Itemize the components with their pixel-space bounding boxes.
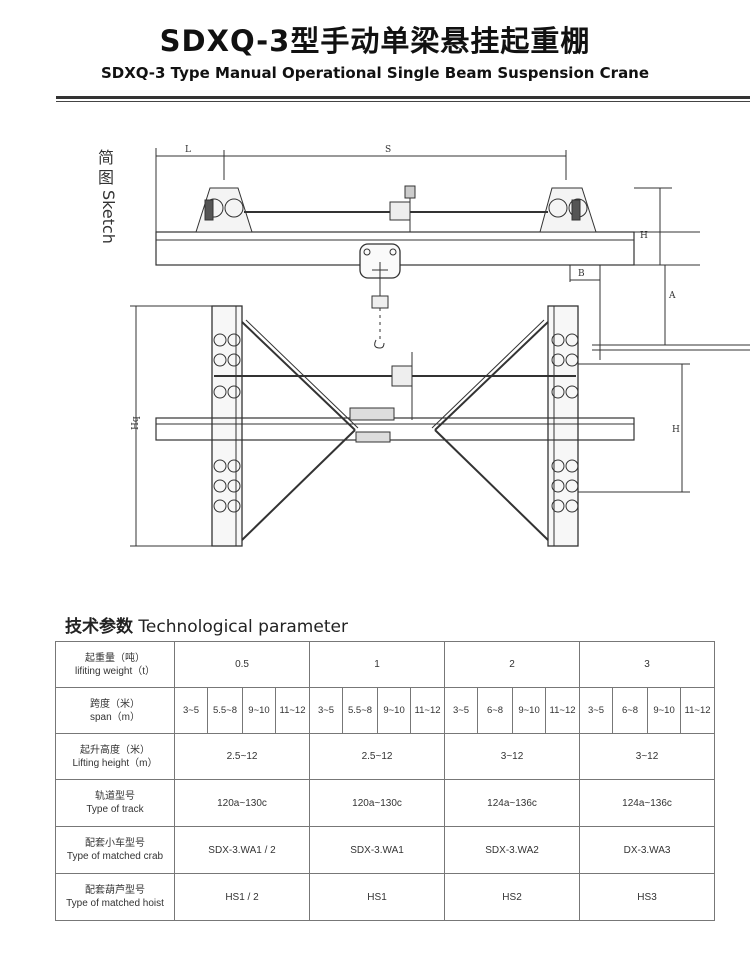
hoist-cell: HS3 xyxy=(579,873,716,921)
sketch-label: 简图 Sketch xyxy=(98,148,122,244)
row-label-cn: 起升高度（米） xyxy=(80,744,150,756)
page-subtitle: SDXQ-3 Type Manual Operational Single Be… xyxy=(100,64,650,82)
span-cell: 9~10 xyxy=(242,687,276,734)
params-heading-cn: 技术参数 xyxy=(65,617,133,637)
page-title: SDXQ-3型手动单梁悬挂起重棚 xyxy=(159,24,591,58)
row-header: 跨度（米） span（m） xyxy=(55,687,175,734)
row-label-cn: 配套小车型号 xyxy=(85,838,145,849)
header-rule-thin xyxy=(56,101,750,102)
row-label-en: lifiting weight（t） xyxy=(74,665,156,677)
crab-cell: SDX-3.WA2 xyxy=(444,826,581,874)
front-view: Hq H xyxy=(130,305,690,547)
height-cell: 3~12 xyxy=(579,733,716,780)
dim-label-Hq: Hq xyxy=(131,416,141,430)
dim-label-H-lower: H xyxy=(672,425,680,435)
params-heading: 技术参数 Technological parameter xyxy=(65,612,348,637)
height-cell: 3~12 xyxy=(444,733,581,780)
height-cell: 2.5~12 xyxy=(173,733,311,780)
hoist-cell: HS1 / 2 xyxy=(173,873,311,921)
span-cell: 5.5~8 xyxy=(342,687,379,734)
row-crab: 配套小车型号 Type of matched crab SDX-3.WA1 / … xyxy=(55,826,716,874)
row-header: 配套小车型号 Type of matched crab xyxy=(55,826,175,874)
row-label-en: Type of track xyxy=(86,804,144,815)
hoist-cell: HS2 xyxy=(444,873,581,921)
row-label-en: Lifting height（m） xyxy=(72,757,158,769)
track-cell: 124a~136c xyxy=(579,779,716,827)
row-track: 轨道型号 Type of track 120a~130c 120a~130c 1… xyxy=(55,779,716,827)
crab-cell: SDX-3.WA1 / 2 xyxy=(173,826,311,874)
row-span: 跨度（米） span（m） 3~5 5.5~8 9~10 11~12 3~5 5… xyxy=(55,687,716,734)
weight-cell: 2 xyxy=(444,641,581,688)
row-label-en: span（m） xyxy=(89,711,140,723)
span-cell: 3~5 xyxy=(579,687,614,734)
dim-label-H-top: H xyxy=(640,231,648,241)
row-label-en: Type of matched hoist xyxy=(66,898,164,909)
sketch-label-cn: 简图 xyxy=(98,148,115,187)
track-cell: 120a~130c xyxy=(173,779,311,827)
row-label-cn: 配套葫芦型号 xyxy=(85,885,145,896)
dim-label-B: B xyxy=(578,269,585,279)
span-cell: 9~10 xyxy=(377,687,412,734)
row-label-cn: 轨道型号 xyxy=(95,791,135,802)
row-header: 起重量（吨） lifiting weight（t） xyxy=(55,641,175,688)
parameter-table: 起重量（吨） lifiting weight（t） 0.5 1 2 3 跨度（米… xyxy=(55,641,716,921)
dim-label-L: L xyxy=(185,145,191,155)
row-label-en: Type of matched crab xyxy=(66,851,164,862)
row-header: 轨道型号 Type of track xyxy=(55,779,175,827)
sketch-label-en: Sketch xyxy=(99,190,118,244)
span-cell: 11~12 xyxy=(545,687,581,734)
row-header: 配套葫芦型号 Type of matched hoist xyxy=(55,873,175,921)
row-hoist: 配套葫芦型号 Type of matched hoist HS1 / 2 HS1… xyxy=(55,873,716,921)
weight-cell: 0.5 xyxy=(173,641,311,688)
top-view: H B A xyxy=(155,185,750,360)
crab-cell: SDX-3.WA1 xyxy=(309,826,446,874)
height-cell: 2.5~12 xyxy=(309,733,446,780)
weight-cell: 3 xyxy=(579,641,716,688)
row-header: 起升高度（米） Lifting height（m） xyxy=(55,733,175,780)
span-cell: 3~5 xyxy=(174,687,208,734)
crane-sketch: L S H B A xyxy=(130,145,750,547)
span-cell: 3~5 xyxy=(444,687,479,734)
span-cell: 6~8 xyxy=(477,687,514,734)
span-cell: 11~12 xyxy=(680,687,716,734)
params-heading-en: Technological parameter xyxy=(138,617,348,637)
span-cell: 6~8 xyxy=(612,687,649,734)
row-height: 起升高度（米） Lifting height（m） 2.5~12 2.5~12 … xyxy=(55,733,716,780)
track-cell: 124a~136c xyxy=(444,779,581,827)
weight-cell: 1 xyxy=(309,641,446,688)
span-cell: 11~12 xyxy=(274,687,311,734)
header-rule xyxy=(56,96,750,99)
row-label-cn: 跨度（米） xyxy=(90,698,140,710)
dim-label-S: S xyxy=(385,145,391,155)
row-weight: 起重量（吨） lifiting weight（t） 0.5 1 2 3 xyxy=(55,641,716,688)
dim-label-A: A xyxy=(668,291,676,301)
span-cell: 11~12 xyxy=(410,687,446,734)
span-cell: 3~5 xyxy=(309,687,344,734)
span-cell: 9~10 xyxy=(512,687,547,734)
span-cell: 9~10 xyxy=(647,687,682,734)
span-cell: 5.5~8 xyxy=(207,687,243,734)
row-label-cn: 起重量（吨） xyxy=(85,652,145,664)
crab-cell: DX-3.WA3 xyxy=(579,826,716,874)
track-cell: 120a~130c xyxy=(309,779,446,827)
hoist-cell: HS1 xyxy=(309,873,446,921)
